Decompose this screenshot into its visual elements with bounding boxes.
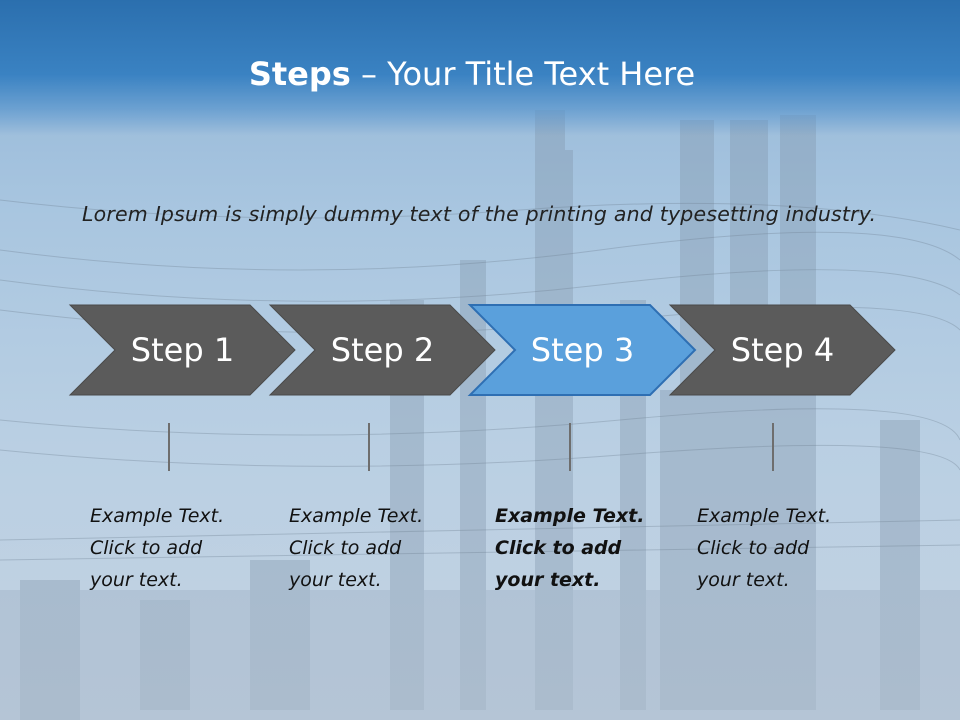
step-4-label: Step 4 xyxy=(731,331,834,369)
slide-title: Steps – Your Title Text Here xyxy=(0,54,944,94)
step-2-note[interactable]: Example Text. Click to add your text. xyxy=(289,500,479,596)
note-line: your text. xyxy=(90,569,183,591)
step-4-chevron[interactable] xyxy=(668,304,896,396)
note-line: Click to add xyxy=(289,537,402,559)
intro-text: Lorem Ipsum is simply dummy text of the … xyxy=(82,202,877,226)
note-line: your text. xyxy=(289,569,382,591)
step-2-label: Step 2 xyxy=(331,331,434,369)
note-line: Example Text. xyxy=(289,505,424,527)
note-line: Example Text. xyxy=(90,505,225,527)
connector-line-3 xyxy=(569,423,571,471)
connector-line-1 xyxy=(168,423,170,471)
note-line: Click to add xyxy=(495,537,622,559)
step-chevron-row: Step 1 Step 2 Step 3 Step 4 xyxy=(68,304,896,396)
note-line: Example Text. xyxy=(495,505,645,527)
note-line: Click to add xyxy=(90,537,203,559)
note-line: your text. xyxy=(697,569,790,591)
step-1-note[interactable]: Example Text. Click to add your text. xyxy=(90,500,280,596)
step-4-note[interactable]: Example Text. Click to add your text. xyxy=(697,500,887,596)
title-rest: – Your Title Text Here xyxy=(350,55,696,93)
note-line: Click to add xyxy=(697,537,810,559)
step-3-label: Step 3 xyxy=(531,331,634,369)
step-3-chevron[interactable] xyxy=(467,304,697,396)
connector-line-4 xyxy=(772,423,774,471)
connector-line-2 xyxy=(368,423,370,471)
step-2-chevron[interactable] xyxy=(268,304,496,396)
note-line: Example Text. xyxy=(697,505,832,527)
header-band xyxy=(0,0,960,135)
step-1-label: Step 1 xyxy=(131,331,234,369)
step-1-chevron[interactable] xyxy=(68,304,296,396)
title-bold: Steps xyxy=(248,55,351,93)
step-3-note[interactable]: Example Text. Click to add your text. xyxy=(495,500,685,596)
note-line: your text. xyxy=(495,569,601,591)
